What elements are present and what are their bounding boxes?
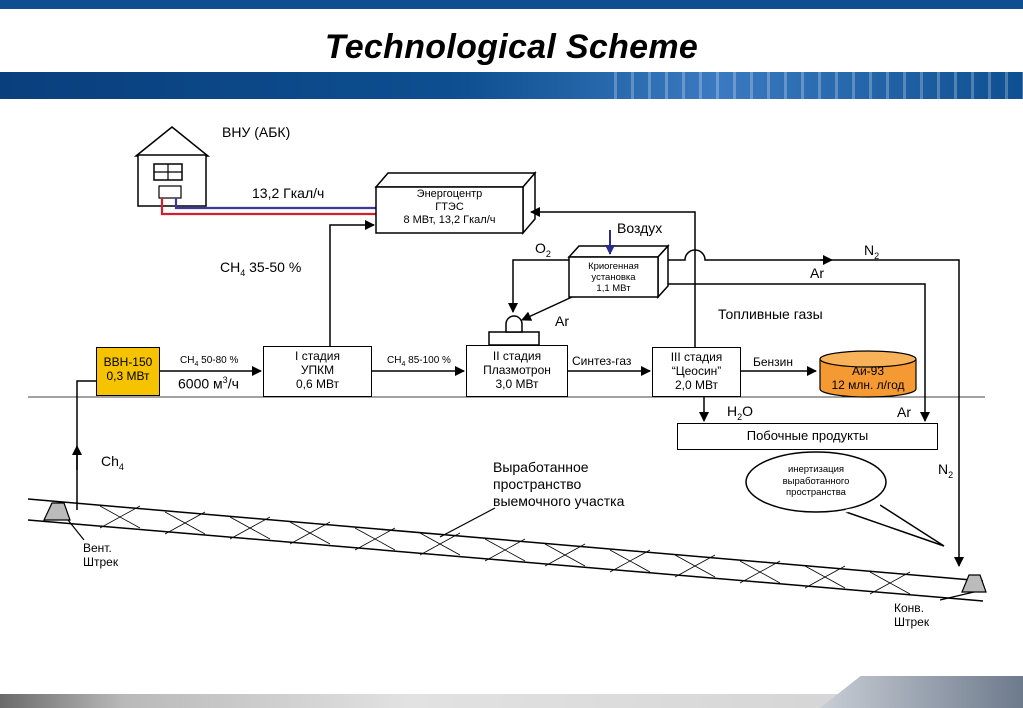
stage3-box: III стадия “Цеосин” 2,0 МВт [652, 347, 741, 397]
heat-pipe-blue [174, 198, 376, 210]
energy-center: Энергоцентр ГТЭС 8 МВт, 13,2 Гкал/ч [376, 188, 523, 227]
energy-center-capacity: 8 МВт, 13,2 Гкал/ч [403, 214, 496, 226]
cryo-capacity: 1,1 МВт [596, 283, 631, 294]
ar-mid-label: Ar [810, 265, 824, 281]
cryo-unit: Криогенная установка 1,1 МВт [569, 261, 658, 294]
flow2-label: CH4 85-100 % [387, 355, 451, 368]
cryo-box [567, 244, 670, 299]
plasmatron-torch-icon [488, 315, 540, 346]
stage2-capacity: 3,0 МВт [495, 377, 539, 391]
gasoline-tank-icon [819, 350, 917, 398]
n2-right-label: N2 [938, 461, 954, 480]
flow-rate-label: 6000 м3/ч [178, 375, 239, 392]
h2o-label: H2O [727, 403, 754, 422]
callout-line2: выработанного [782, 475, 850, 487]
ar-to-byproducts-arrow [668, 283, 930, 422]
slide-title: Technological Scheme [324, 28, 699, 66]
heat-pipe-red [160, 198, 376, 216]
vvn-pump: ВВН-150 0,3 МВт [96, 347, 160, 396]
o2-label: O2 [535, 240, 551, 259]
tank-volume: 12 млн. л/год [831, 378, 905, 392]
ar-left-label: Ar [555, 313, 569, 329]
ar-right-label: Ar [897, 404, 911, 420]
stage3-title: III стадия [670, 350, 723, 364]
mined-space-label: Выработанное пространство выемочного уча… [493, 459, 624, 510]
byproducts-box: Побочные продукты [677, 423, 938, 450]
house-icon [133, 126, 211, 207]
cryo-title: Криогенная [588, 261, 639, 272]
stage3-capacity: 2,0 МВт [674, 378, 719, 392]
mined-space-line3: выемочного участка [493, 493, 625, 509]
benzin-label: Бензин [753, 355, 794, 369]
fuel-gas-return-arrow [530, 207, 696, 347]
conv-line2: Штрек [894, 615, 930, 629]
syngas-label: Синтез-газ [572, 354, 632, 368]
ch4-to-energy-arrow [329, 220, 375, 347]
stage1-box: I стадия УПКМ 0,6 МВт [263, 346, 372, 397]
stage1-capacity: 0,6 МВт [295, 377, 340, 391]
header-band [0, 72, 1023, 99]
ch4-low-label: Ch4 [101, 453, 124, 472]
stage2-name: Плазмотрон [483, 363, 551, 377]
conv-line1: Конв. [894, 601, 924, 615]
energy-center-type: ГТЭС [435, 201, 464, 213]
vent-line2: Штрек [83, 555, 119, 569]
o2-arrow [508, 259, 569, 313]
stage1-title: I стадия [295, 349, 340, 363]
stage2-title: II стадия [492, 349, 542, 363]
stage3-name: “Цеосин” [671, 364, 722, 378]
callout-text: инертизация выработанного пространства [766, 464, 866, 499]
n2-arrow [668, 249, 964, 567]
header-top-bar [0, 0, 1023, 9]
ch4-branch-label: CH4 35-50 % [220, 259, 302, 278]
callout-bubble [745, 451, 945, 547]
heat-line-label: 13,2 Гкал/ч [252, 185, 325, 201]
energy-center-box [374, 170, 537, 236]
tank-product: Аи-93 [851, 364, 885, 378]
vent-line1: Вент. [83, 541, 112, 555]
mined-space-line1: Выработанное [493, 459, 589, 475]
callout-line3: пространства [786, 487, 846, 498]
callout-line1: инертизация [787, 464, 845, 475]
conv-drift-label: Конв. Штрек [894, 601, 929, 629]
stage1-name: УПКМ [300, 363, 335, 377]
fuel-gases-label: Топливные газы [718, 306, 823, 322]
footer-band [0, 694, 1023, 708]
vvn-capacity: 0,3 МВт [106, 369, 150, 383]
cryo-subtitle: установка [591, 272, 636, 283]
tank-label: Аи-93 12 млн. л/год [820, 364, 916, 392]
mined-space-line2: пространство [493, 476, 582, 492]
vvn-title: ВВН-150 [103, 355, 153, 369]
building-label: ВНУ (АБК) [222, 124, 291, 140]
air-label: Воздух [617, 220, 663, 236]
ar-to-plasmatron-arrow [521, 296, 573, 321]
header-stripes [600, 72, 1023, 99]
vent-drift-label: Вент. Штрек [83, 541, 118, 569]
flow1-label: CH4 50-80 % [180, 355, 239, 368]
mined-space-band [27, 498, 987, 602]
n2-top-label: N2 [864, 242, 880, 261]
stage2-box: II стадия Плазмотрон 3,0 МВт [466, 345, 568, 397]
energy-center-title: Энергоцентр [416, 188, 483, 200]
